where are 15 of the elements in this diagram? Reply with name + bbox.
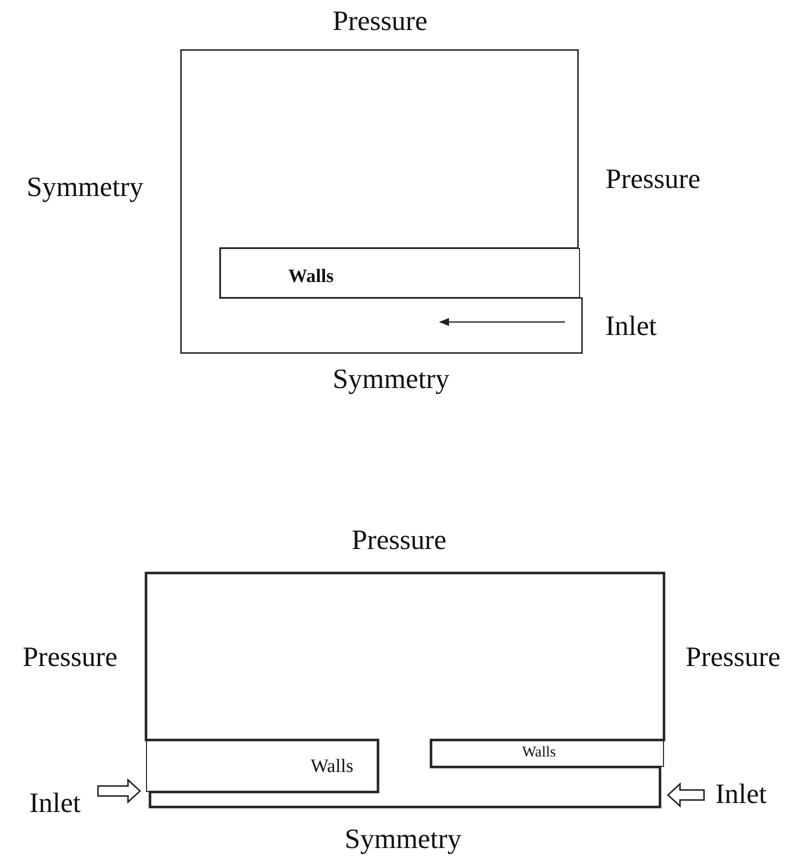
wall-label: Walls [288, 266, 334, 288]
boundary-label: Inlet [29, 788, 81, 820]
boundary-label: Symmetry [26, 172, 144, 204]
boundary-label: Pressure [686, 642, 780, 674]
wall-label: Walls [522, 744, 556, 762]
boundary-label: Symmetry [344, 824, 462, 856]
boundary-label: Pressure [22, 642, 118, 674]
boundary-label: Pressure [332, 6, 428, 38]
boundary-label: Symmetry [332, 364, 450, 396]
boundary-label: Pressure [352, 525, 446, 557]
wall-label: Walls [310, 756, 354, 778]
boundary-label: Inlet [605, 311, 657, 343]
boundary-label: Inlet [715, 779, 767, 811]
boundary-label: Pressure [606, 164, 700, 196]
wall-region [220, 248, 580, 298]
